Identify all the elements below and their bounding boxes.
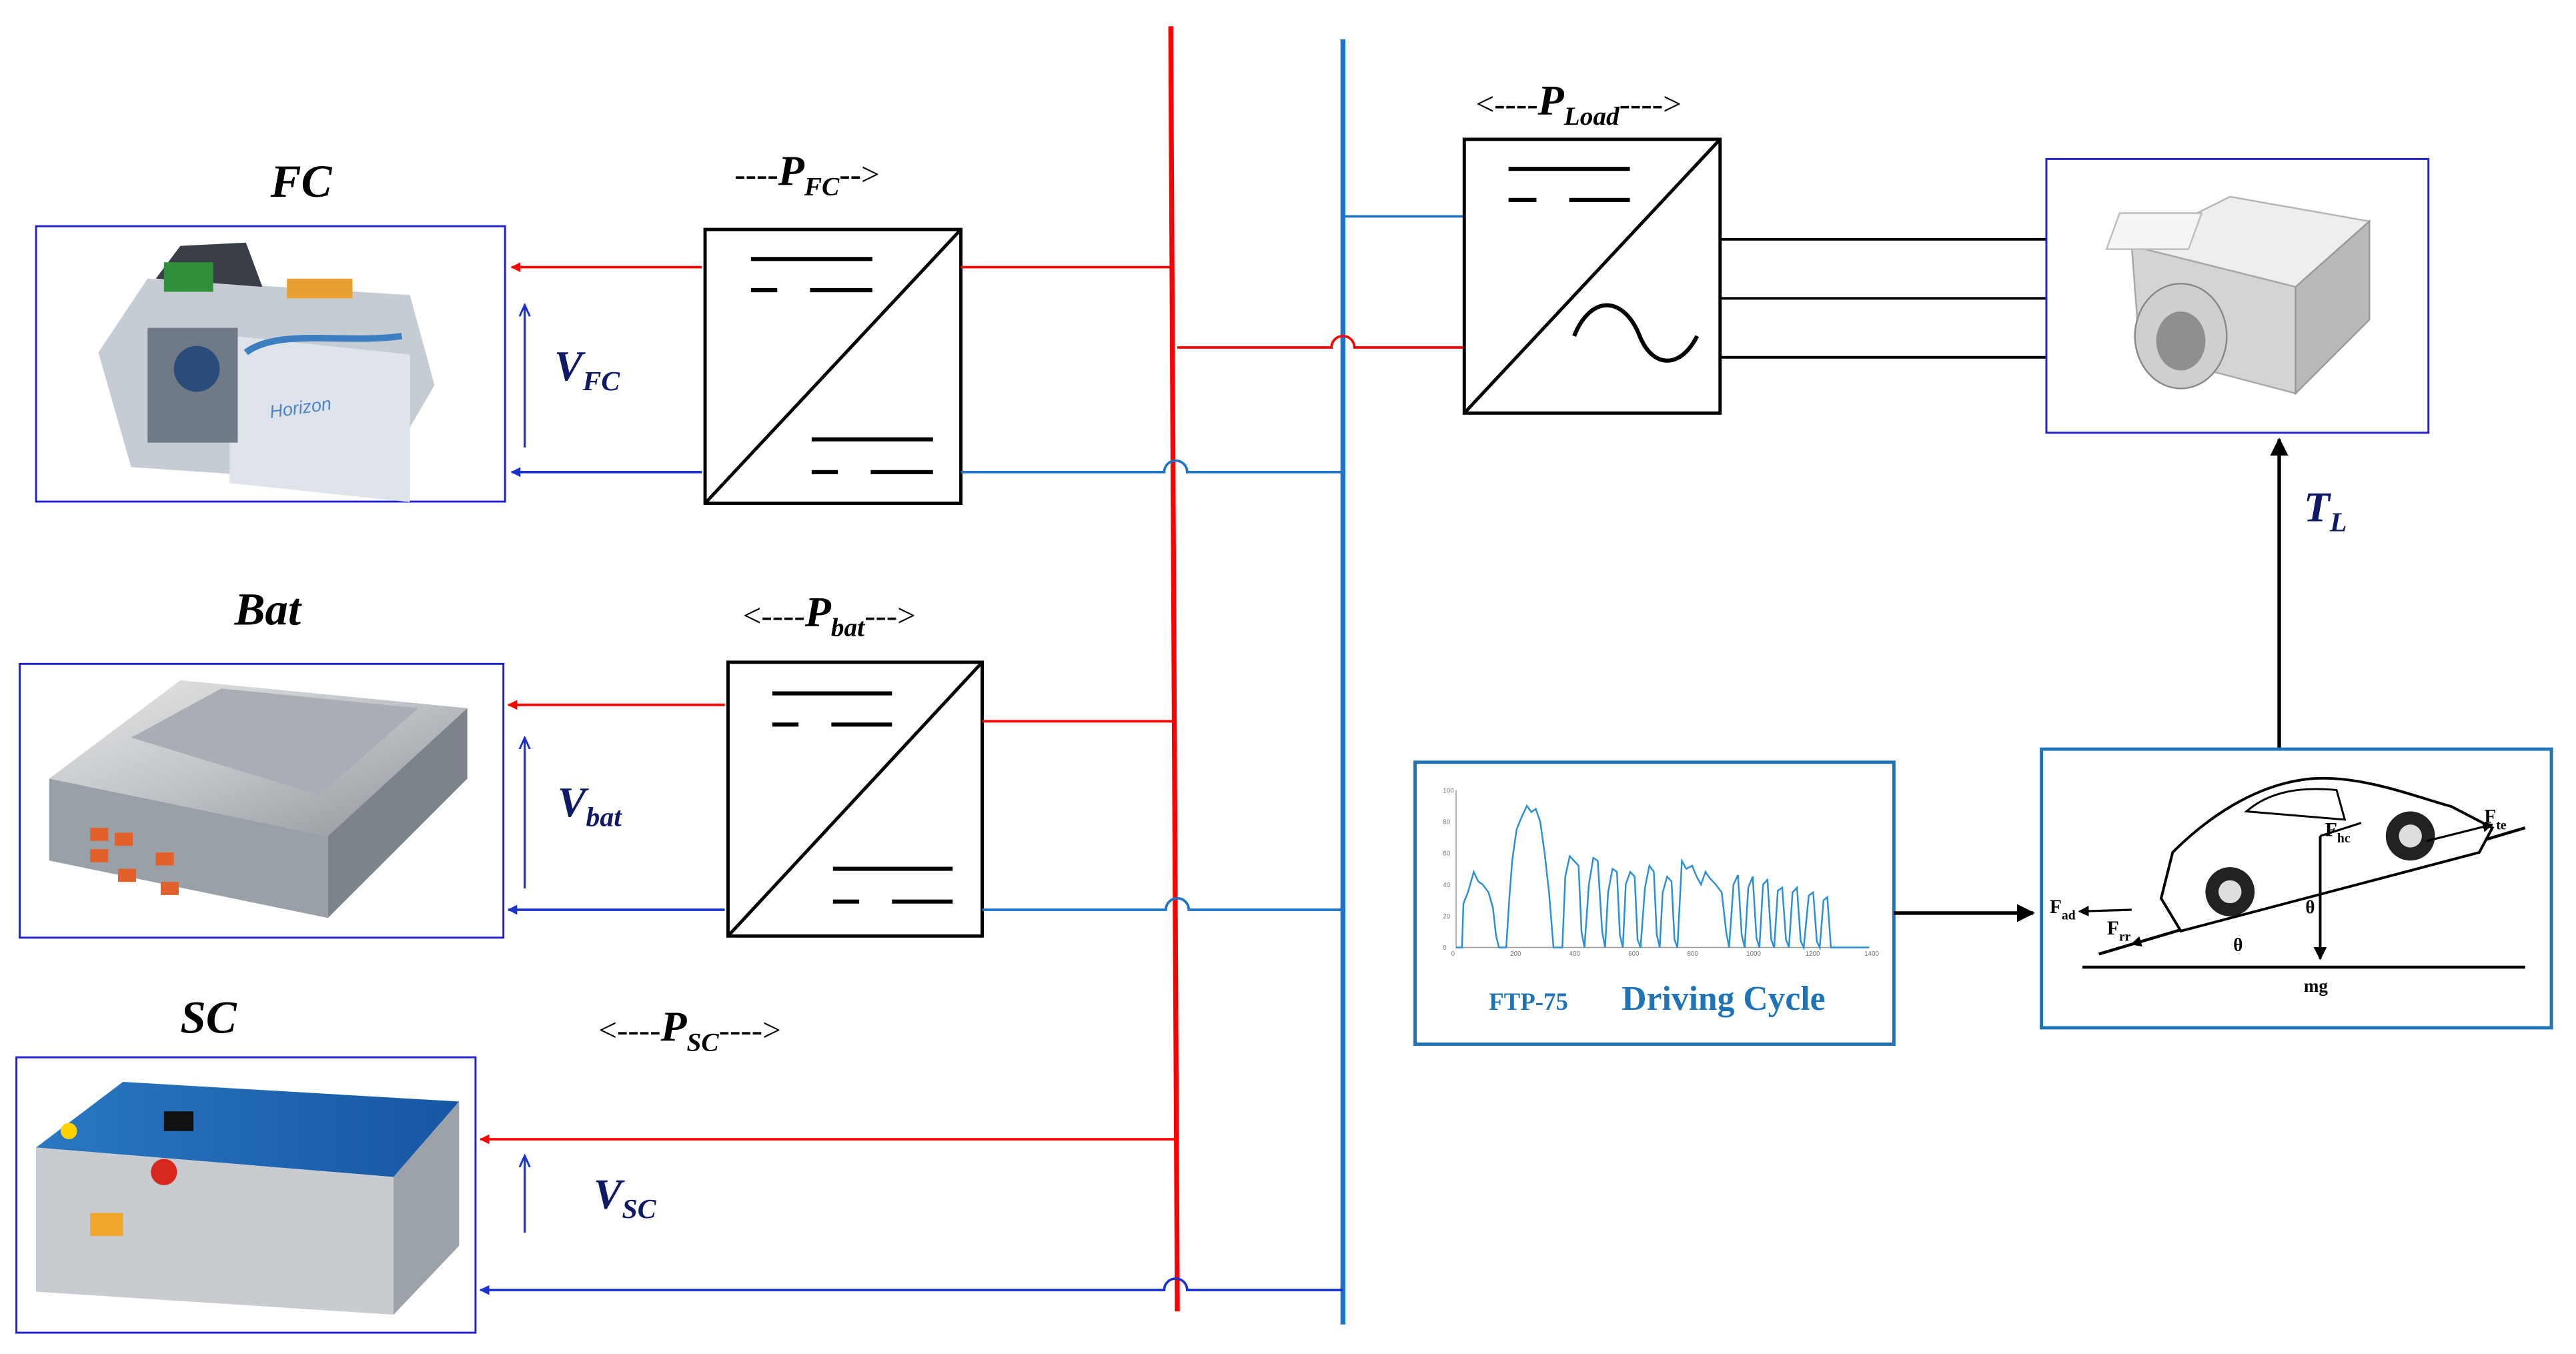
- x-tick-label: 800: [1688, 950, 1699, 958]
- fc-voltage-label: VFC: [554, 342, 620, 397]
- y-tick-label: 20: [1443, 913, 1450, 920]
- x-tick-label: 400: [1569, 950, 1581, 958]
- x-tick-label: 0: [1451, 950, 1455, 958]
- sc-power-label: <----PSC---->: [598, 1003, 781, 1057]
- force-ad-label: Fad: [2050, 896, 2076, 923]
- bat-voltage-label: Vbat: [558, 778, 622, 833]
- fc-power-label: ----PFC-->: [734, 147, 879, 201]
- bat-dcdc-converter: [726, 660, 984, 938]
- x-tick-label: 1200: [1806, 950, 1820, 958]
- theta-label-upper: θ: [2305, 897, 2315, 917]
- y-tick-label: 100: [1443, 787, 1454, 794]
- speed-series-line: [1455, 804, 1870, 951]
- y-tick-label: 0: [1443, 944, 1447, 952]
- driving-cycle-name: FTP-75: [1489, 988, 1568, 1015]
- force-hc-label: Fhc: [2325, 819, 2351, 846]
- dcac-inverter: [1462, 137, 1722, 415]
- sc-title: SC: [180, 992, 237, 1043]
- vehicle-dynamics-panel: Fad Frr Fhc Fte θ θ mg: [2040, 747, 2553, 1030]
- bat-title: Bat: [234, 584, 302, 634]
- force-te-label: Fte: [2484, 806, 2507, 833]
- dc-bus-positive: [1168, 26, 1180, 1312]
- sc-voltage-label: VSC: [594, 1170, 657, 1225]
- fc-title: FC: [270, 156, 333, 207]
- mg-label: mg: [2304, 976, 2329, 996]
- driving-cycle-title: Driving Cycle: [1622, 980, 1825, 1018]
- y-tick-label: 80: [1443, 818, 1450, 826]
- force-rr-label: Frr: [2107, 918, 2131, 944]
- y-tick-label: 60: [1443, 850, 1450, 858]
- bat-power-label: <----Pbat--->: [743, 588, 916, 642]
- fuel-cell-stack-image: Horizon: [98, 242, 435, 502]
- fc-dcdc-converter: [703, 227, 963, 505]
- bat-source: Bat Vbat: [19, 584, 725, 939]
- load-power-label: <----PLoad---->: [1475, 77, 1681, 131]
- motor-block: [2045, 157, 2430, 434]
- x-tick-label: 200: [1510, 950, 1521, 958]
- electric-motor-image: [2105, 195, 2371, 396]
- fc-neg-wire: [960, 459, 1343, 474]
- inverter-pos-wire: [1177, 334, 1465, 349]
- y-tick-label: 40: [1443, 882, 1450, 889]
- fc-source: FC Horizon VFC: [35, 156, 702, 503]
- theta-label-lower: θ: [2233, 934, 2242, 954]
- x-tick-label: 1400: [1864, 950, 1879, 958]
- sc-source: SC VSC: [15, 992, 1343, 1334]
- torque-label: TL: [2304, 484, 2347, 538]
- x-tick-label: 1000: [1746, 950, 1761, 958]
- x-tick-label: 600: [1628, 950, 1640, 958]
- battery-pack-image: [49, 680, 468, 918]
- car-image: [2159, 776, 2495, 933]
- supercapacitor-image: [36, 1082, 460, 1315]
- three-phase-wires: [1720, 237, 2046, 359]
- bat-neg-wire: [982, 896, 1343, 911]
